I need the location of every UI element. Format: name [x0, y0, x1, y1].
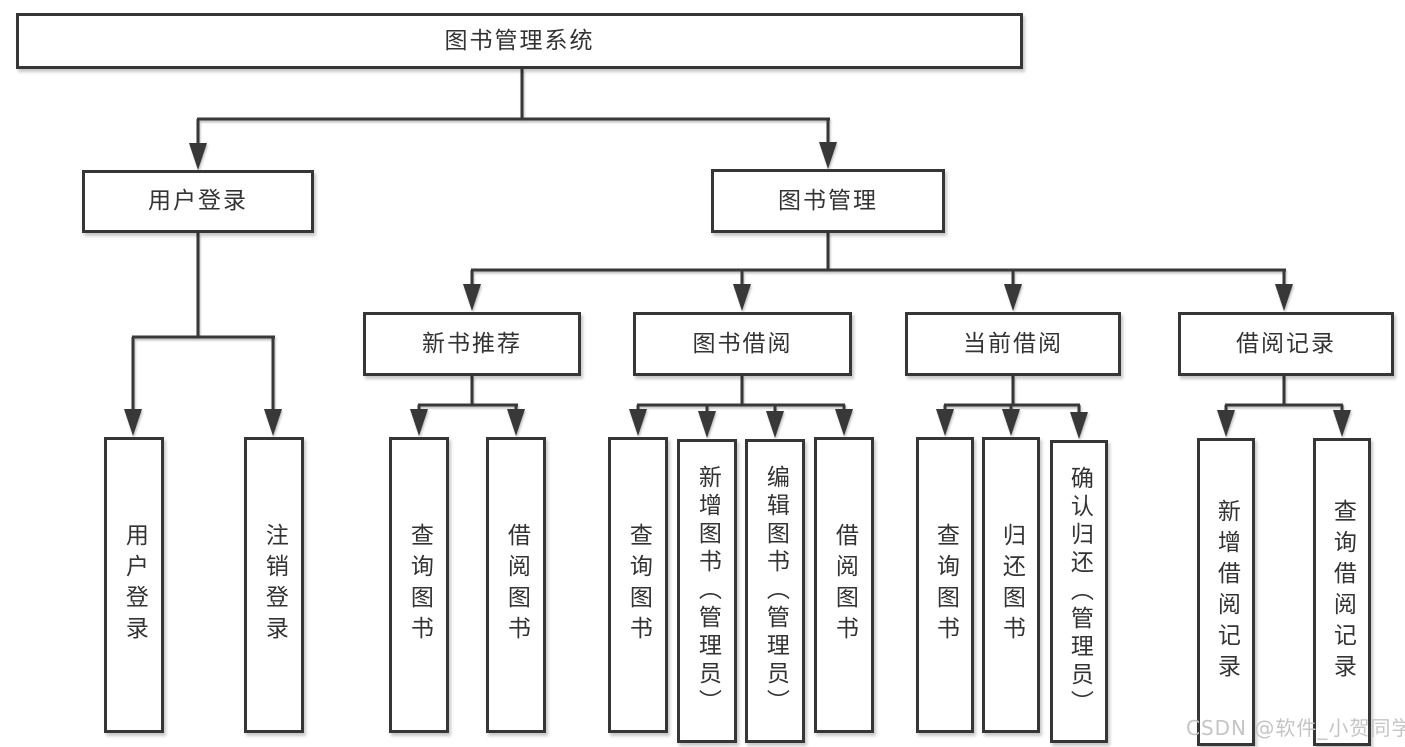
leaf-query-book-borrowing: 查询图书: [608, 437, 668, 733]
node-book-management-branch: 图书管理: [711, 169, 945, 233]
node-book-borrowing: 图书借阅: [633, 312, 852, 376]
leaf-borrow-book-recommend: 借阅图书: [486, 437, 546, 733]
leaf-query-book-current: 查询图书: [916, 437, 974, 733]
node-user-login-branch: 用户登录: [82, 170, 314, 233]
leaf-confirm-return-admin: 确认归还（管理员）: [1050, 440, 1108, 743]
leaf-edit-book-admin: 编辑图书（管理员）: [745, 439, 805, 743]
node-root-library-management-system: 图书管理系统: [16, 13, 1023, 69]
leaf-query-borrow-record: 查询借阅记录: [1313, 438, 1371, 746]
csdn-watermark: CSDN @软件_小贺同学: [1186, 716, 1405, 740]
leaf-add-borrow-record: 新增借阅记录: [1197, 438, 1255, 746]
leaf-borrow-book-borrowing: 借阅图书: [814, 437, 874, 733]
leaf-return-book: 归还图书: [982, 437, 1040, 733]
leaf-user-login: 用户登录: [104, 437, 164, 733]
leaf-logout: 注销登录: [244, 437, 304, 733]
leaf-query-book-recommend: 查询图书: [389, 437, 449, 733]
node-new-book-recommend: 新书推荐: [363, 312, 581, 376]
node-current-borrowing: 当前借阅: [905, 312, 1121, 376]
node-borrow-records: 借阅记录: [1178, 312, 1394, 376]
leaf-add-book-admin: 新增图书（管理员）: [677, 439, 737, 743]
